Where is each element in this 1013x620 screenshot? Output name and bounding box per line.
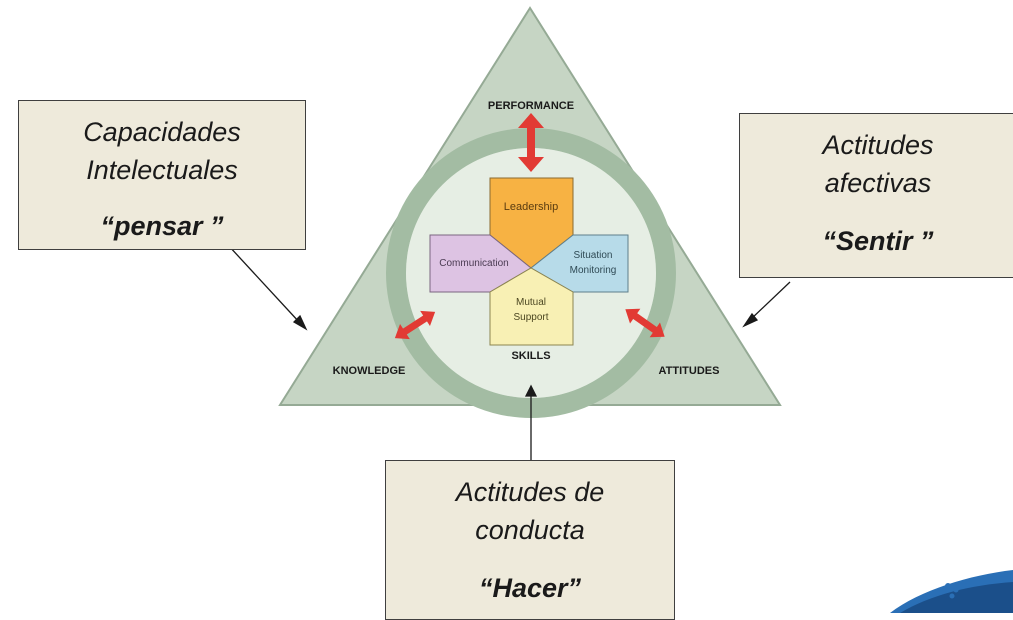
knowledge-label: KNOWLEDGE (333, 365, 406, 377)
situation-monitoring-piece (530, 234, 629, 293)
arrow-to-skills (524, 384, 538, 460)
box-attitudes-line2: afectivas (824, 168, 932, 198)
box-knowledge-quote: “pensar ” (100, 211, 224, 241)
situation-label-line1: Situation (574, 250, 613, 261)
box-attitudes-line1: Actitudes (822, 130, 934, 160)
attitudes-double-arrow (625, 308, 665, 338)
situation-label-line2: Monitoring (570, 265, 617, 276)
box-skills-quote: “Hacer” (478, 573, 582, 603)
communication-label: Communication (439, 258, 508, 269)
performance-double-arrow (518, 113, 544, 172)
leadership-label: Leadership (504, 201, 558, 213)
actitudes-de-conducta-box: Actitudes de conducta “Hacer” (385, 460, 675, 620)
mutual-support-piece (489, 267, 574, 346)
capacidades-intelectuales-box: Capacidades Intelectuales “pensar ” (18, 100, 306, 250)
box-knowledge-line1: Capacidades (83, 117, 241, 147)
box-attitudes-quote: “Sentir ” (822, 226, 934, 256)
performance-label: PERFORMANCE (488, 100, 574, 112)
knowledge-double-arrow (394, 310, 436, 340)
arrow-to-knowledge (227, 244, 308, 331)
attitudes-label: ATTITUDES (659, 365, 720, 377)
mutual-label-line1: Mutual (516, 297, 546, 308)
actitudes-afectivas-box: Actitudes afectivas “Sentir ” (739, 113, 1013, 278)
arrow-to-attitudes (742, 281, 791, 328)
corner-logo (890, 570, 1013, 613)
mutual-label-line2: Support (513, 312, 548, 323)
box-skills-line2: conducta (475, 515, 585, 545)
box-skills-line1: Actitudes de (455, 477, 605, 507)
skills-label: SKILLS (511, 350, 550, 362)
box-knowledge-line2: Intelectuales (86, 155, 238, 185)
